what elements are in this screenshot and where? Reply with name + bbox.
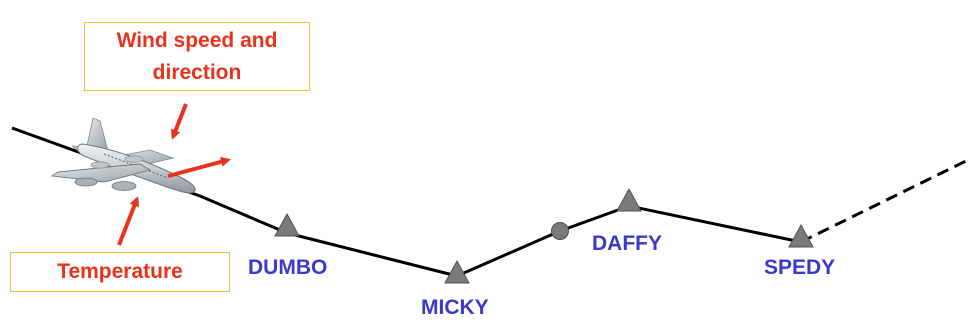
temperature-callout: Temperature bbox=[10, 252, 230, 292]
wind-vector-arrow bbox=[167, 156, 231, 178]
waypoint-marker-daffy bbox=[616, 187, 642, 212]
aircraft-near-wing bbox=[50, 163, 152, 183]
waypoint-label-micky: MICKY bbox=[421, 296, 489, 319]
waypoint-label-daffy: DAFFY bbox=[592, 232, 662, 255]
waypoint-label-spedy: SPEDY bbox=[764, 256, 836, 279]
airliner-icon bbox=[50, 117, 196, 194]
waypoint-marker-spedy bbox=[788, 223, 814, 248]
route-projected-dashed bbox=[800, 158, 969, 244]
waypoint-marker-dumbo bbox=[274, 212, 300, 237]
aircraft-windows bbox=[103, 153, 169, 179]
waypoint-label-dumbo: DUMBO bbox=[248, 256, 328, 279]
wind-callout-pointer-arrow bbox=[170, 103, 188, 140]
temperature-callout-pointer-arrow bbox=[117, 196, 140, 246]
temperature-callout-text: Temperature bbox=[57, 260, 183, 283]
waypoint-marker-micky bbox=[444, 259, 470, 284]
waypoint-markers bbox=[274, 187, 814, 284]
route-line bbox=[199, 194, 802, 278]
circle-marker-icon bbox=[551, 222, 569, 240]
wind-callout-text: Wind speed and direction bbox=[116, 28, 278, 84]
aircraft-engines bbox=[74, 155, 144, 191]
wind-callout: Wind speed and direction bbox=[84, 22, 310, 91]
